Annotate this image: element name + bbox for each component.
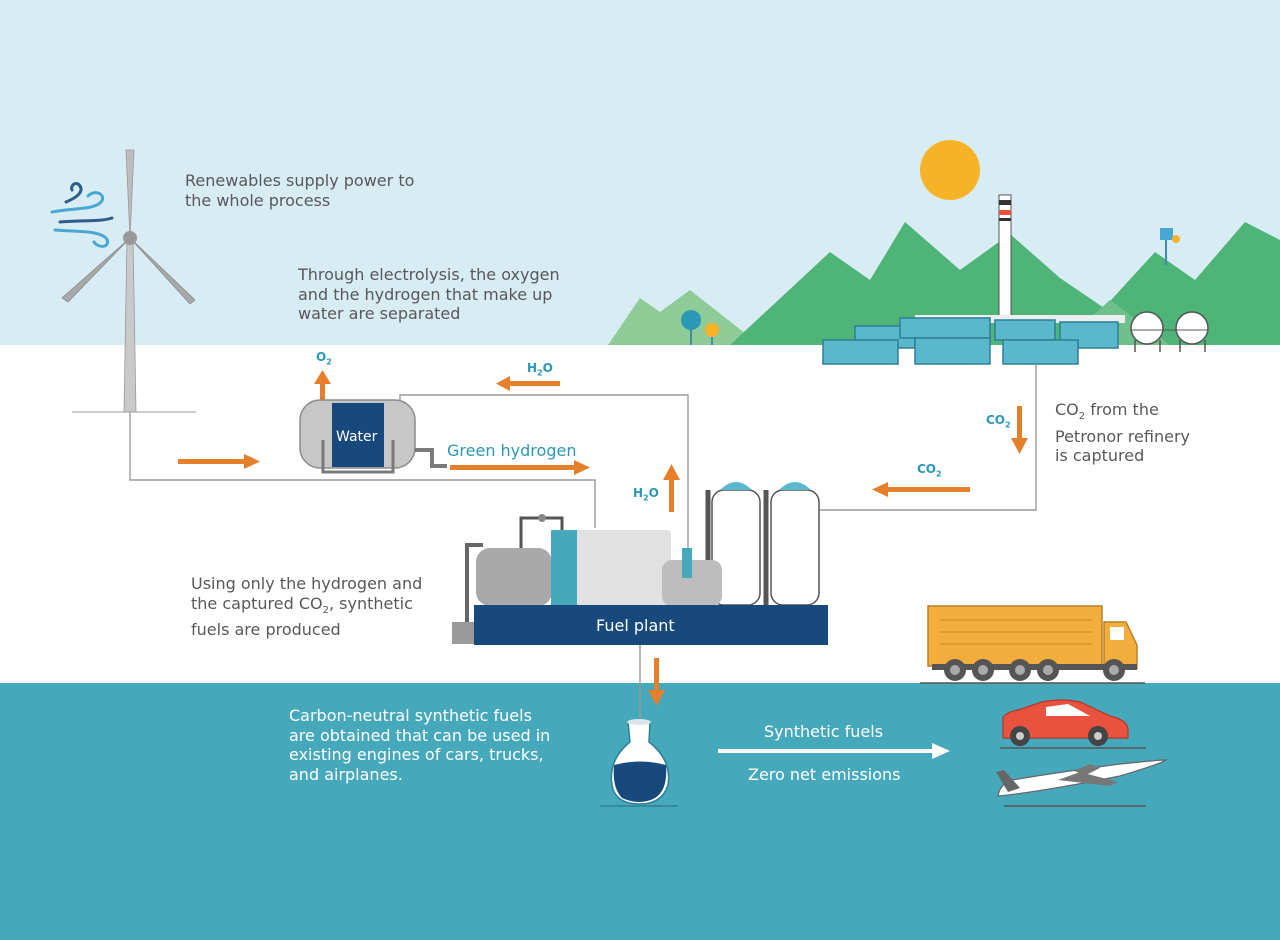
refinery-icon (822, 194, 1209, 365)
result-line-2: are obtained that can be used in (289, 725, 551, 745)
h2o-mid-main: H (633, 486, 644, 500)
result-line-4: and airplanes. (289, 764, 403, 784)
synthetic-fuel-arrow (718, 743, 950, 759)
result-label: Carbon-neutral synthetic fuels are obtai… (289, 706, 550, 784)
electrolysis-line-1: Through electrolysis, the oxygen (298, 265, 560, 284)
storage-tank-icon (705, 482, 820, 606)
airplane-icon (996, 759, 1168, 807)
wind-gust-icon (50, 182, 114, 248)
co2-text: CO (1055, 400, 1079, 419)
zero-net-emissions-label: Zero net emissions (748, 765, 901, 784)
flag-icon (1160, 228, 1180, 265)
renewables-line-1: Renewables supply power to (185, 171, 415, 190)
co2-horizontal-label: CO2 (917, 462, 942, 478)
h2o-mid-sub: 2 (643, 493, 649, 503)
h2o-top-label: H2O (527, 361, 553, 377)
fuel-plant-icon (452, 514, 828, 645)
electrolysis-line-3: water are separated (298, 304, 461, 323)
sun-icon (920, 140, 980, 200)
tree-icon (681, 310, 719, 345)
co2-captured-label: CO2 from the Petronor refinery is captur… (1055, 400, 1190, 466)
co2-vertical-main: CO (986, 413, 1006, 427)
synthesis-line-3: fuels are produced (191, 620, 341, 640)
electrolysis-label: Through electrolysis, the oxygen and the… (298, 265, 560, 324)
co2-captured-line-1: CO2 from the (1055, 400, 1190, 427)
h2o-top-sub: 2 (537, 368, 543, 378)
captured-co-text: the captured CO (191, 593, 323, 613)
flask-icon (600, 719, 678, 807)
from-the-text: from the (1085, 400, 1159, 419)
synthesis-label: Using only the hydrogen and the captured… (191, 574, 422, 640)
h2o-mid-post: O (648, 486, 659, 500)
green-hydrogen-label: Green hydrogen (447, 441, 577, 460)
co2-vertical-label: CO2 (986, 413, 1011, 429)
co2-subscript: 2 (1078, 411, 1086, 423)
h2o-mid-label: H2O (633, 486, 659, 502)
o2-label: O2 (316, 350, 332, 366)
synthesis-line-1: Using only the hydrogen and (191, 574, 423, 593)
renewables-label: Renewables supply power to the whole pro… (185, 171, 414, 210)
truck-icon (920, 605, 1145, 684)
synthetic-text: , synthetic (328, 593, 413, 613)
synthesis-line-2: the captured CO2, synthetic (191, 594, 422, 621)
o2-sub: 2 (326, 357, 332, 367)
co2-horizontal-sub: 2 (936, 469, 942, 479)
result-line-1: Carbon-neutral synthetic fuels (289, 706, 532, 725)
wind-turbine-icon (61, 149, 196, 413)
electrolyzer-icon (299, 399, 447, 474)
co2-captured-line-3: is captured (1055, 446, 1145, 466)
car-icon (1000, 699, 1146, 749)
electrolysis-line-2: and the hydrogen that make up (298, 284, 553, 304)
h2o-top-post: O (542, 361, 553, 375)
co2-vertical-sub: 2 (1005, 420, 1011, 430)
result-line-3: existing engines of cars, trucks, (289, 745, 544, 764)
renewables-line-2: the whole process (185, 190, 331, 210)
synthetic-fuels-label: Synthetic fuels (764, 722, 884, 741)
co2-horizontal-main: CO (917, 462, 937, 476)
water-label: Water (336, 429, 378, 445)
fuel-plant-label: Fuel plant (596, 616, 675, 635)
flow-arrows (178, 370, 1028, 706)
co2-captured-line-2: Petronor refinery (1055, 426, 1190, 446)
h2o-top-main: H (527, 361, 538, 375)
o2-main: O (316, 350, 327, 364)
co2-subscript: 2 (322, 604, 329, 616)
process-lines (129, 365, 1037, 720)
